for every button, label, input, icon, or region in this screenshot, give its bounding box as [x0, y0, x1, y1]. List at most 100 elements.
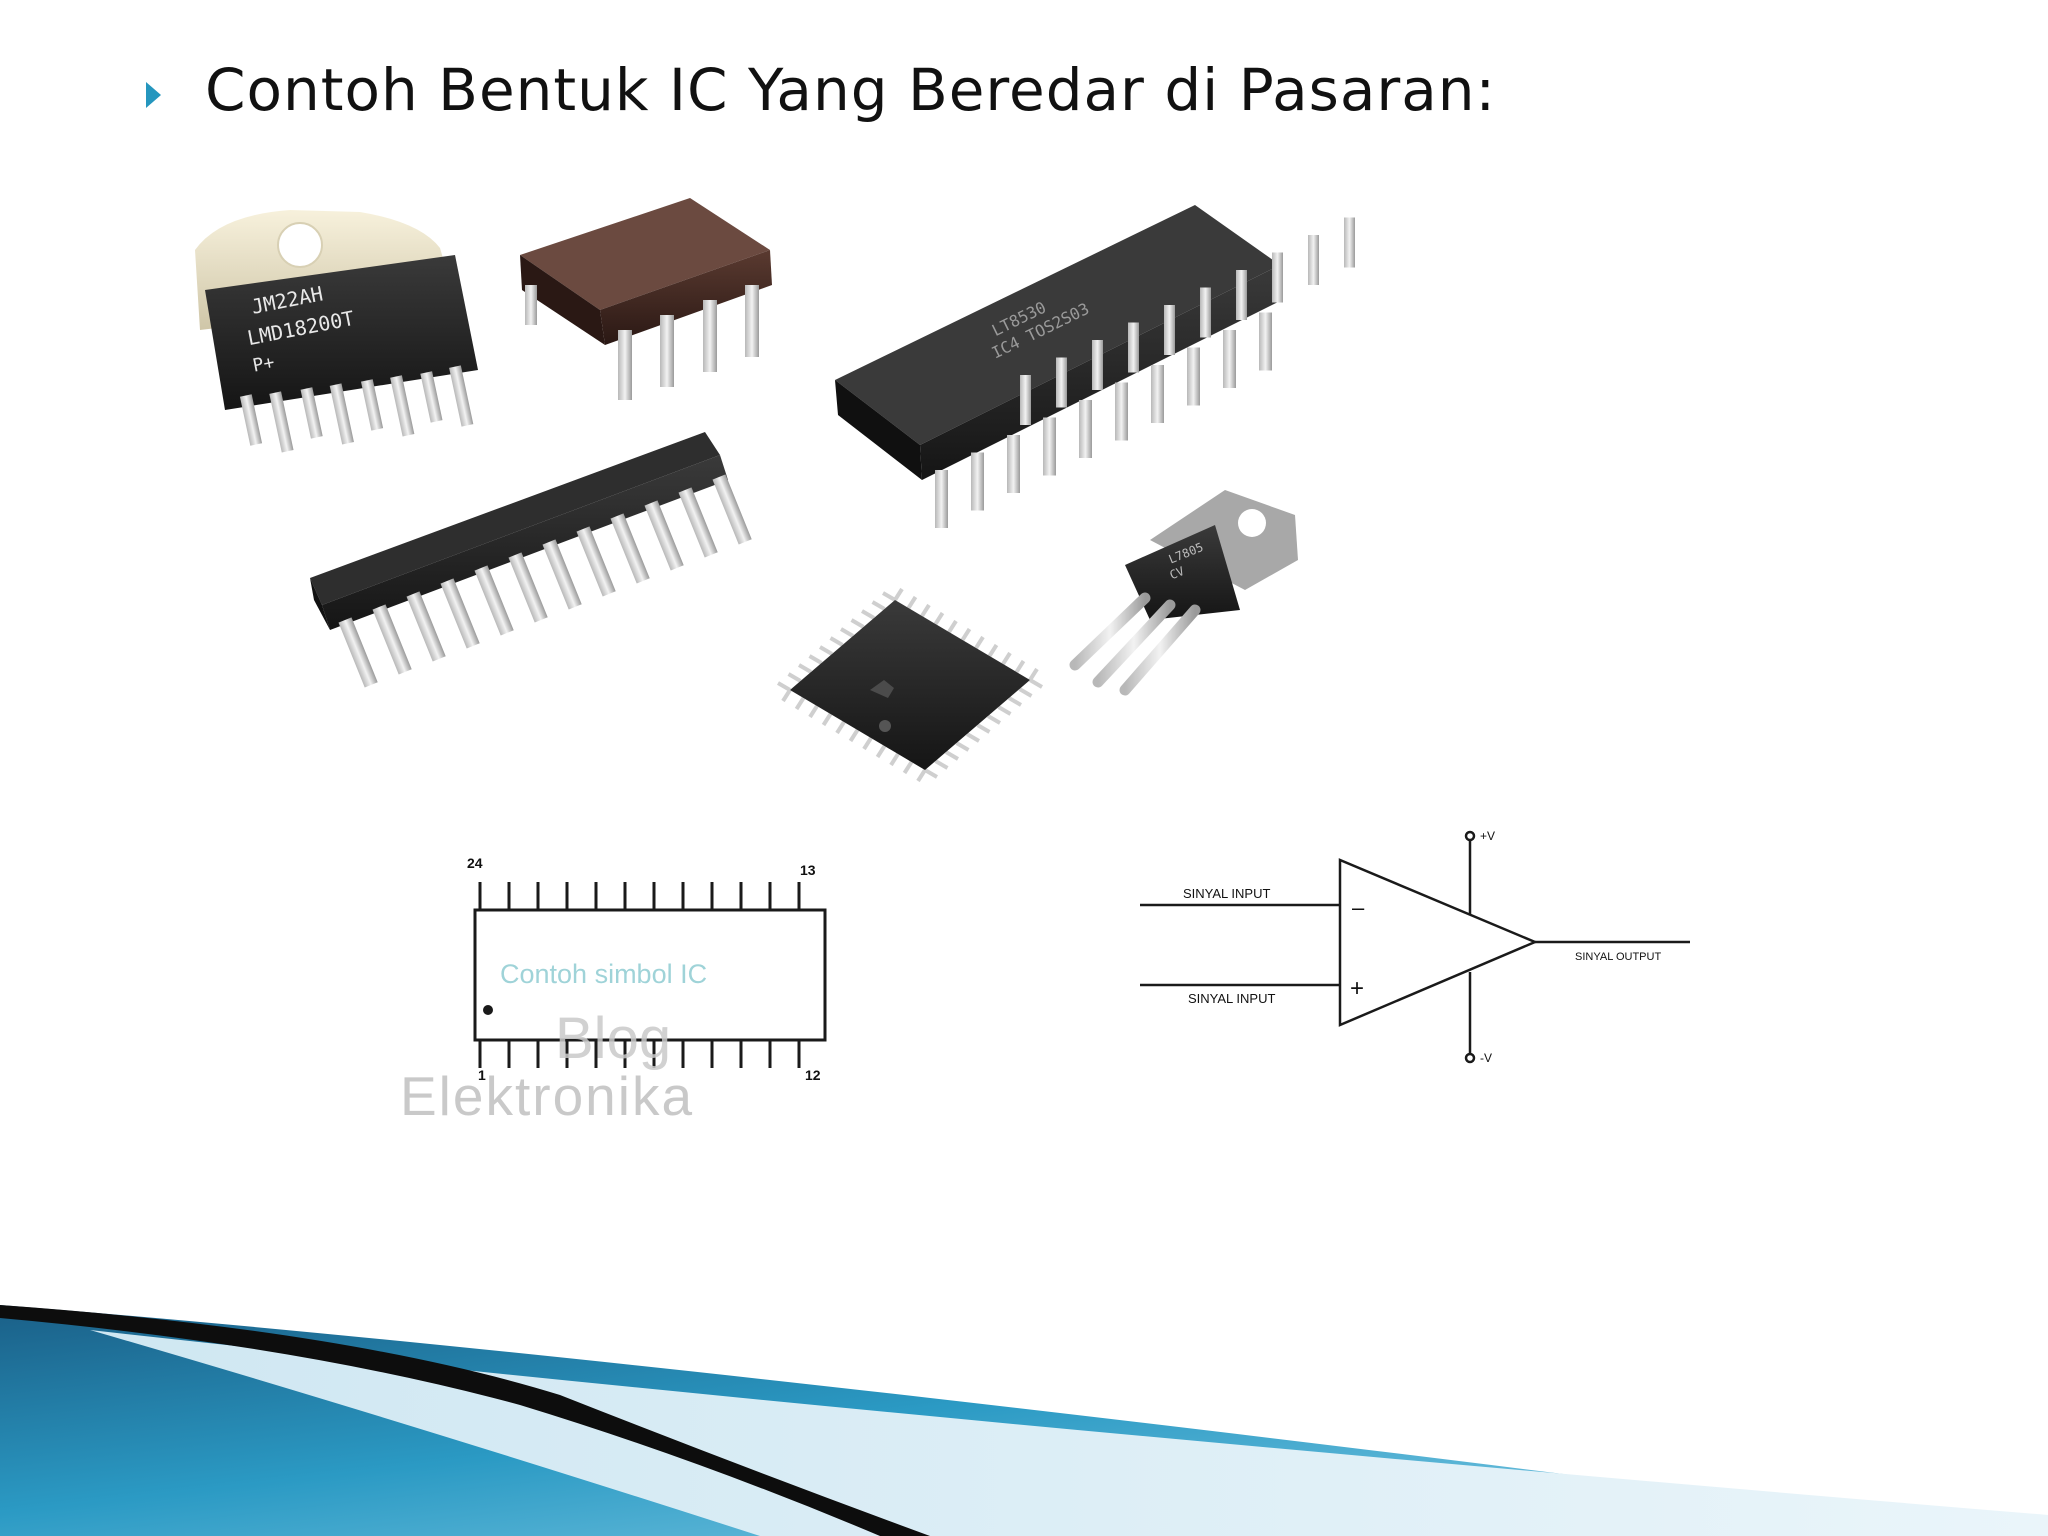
qfp-leg	[955, 741, 970, 752]
opamp-triangle	[1338, 858, 1539, 1027]
qfp-leg	[881, 591, 897, 602]
qfp-leg	[923, 768, 939, 779]
ic-symbol-body	[473, 908, 827, 1042]
pin1-dot	[483, 1005, 493, 1015]
opamp-labels: +V -V SINYAL INPUT SINYAL INPUT SINYAL O…	[1183, 829, 1661, 1065]
qfp-leg	[965, 732, 981, 743]
dip24-leg	[1092, 340, 1103, 390]
ic-tab-package-photo: JM22AH LMD18200T P+	[195, 210, 478, 453]
dip24-leg	[1115, 382, 1128, 441]
sip-leg	[576, 526, 616, 597]
qfp-leg	[794, 696, 806, 711]
dip24-leg	[1236, 270, 1247, 320]
qfp-leg	[1018, 687, 1033, 698]
dip24-leg	[971, 452, 984, 511]
ic-symbol-caption: Contoh simbol IC	[500, 959, 707, 989]
dip24-leg	[1223, 330, 1236, 388]
dip24-leg	[1308, 235, 1319, 285]
qfp-leg	[808, 654, 823, 665]
dip24-leg	[1151, 365, 1164, 423]
dip24-leg	[1020, 375, 1031, 425]
sip-leg	[338, 617, 378, 688]
qfp-leg	[1028, 678, 1044, 689]
qfp-leg	[797, 663, 813, 674]
qfp-leg	[839, 627, 855, 638]
bottom-wave-decoration	[0, 1305, 2048, 1536]
qfp-leg	[986, 714, 1002, 725]
qfp-leg	[1014, 659, 1026, 674]
dip24-leg	[1200, 287, 1211, 338]
qfp-leg	[875, 744, 887, 759]
sip-leg	[542, 539, 582, 610]
sip-leg	[678, 487, 718, 558]
input-minus-label: SINYAL INPUT	[1183, 886, 1270, 901]
dip24-leg	[1056, 357, 1067, 408]
qfp-leg	[960, 627, 972, 642]
vplus-label: +V	[1480, 829, 1495, 843]
qfp-leg	[934, 759, 949, 770]
pin-label-24: 24	[467, 855, 483, 871]
pin-label-13: 13	[800, 862, 816, 878]
ic-symbol-diagram: 24 13 1 12 Contoh simbol IC Blog Elektro…	[400, 855, 827, 1127]
slide-title: Contoh Bentuk IC Yang Beredar di Pasaran…	[205, 56, 1497, 124]
qfp-leg	[787, 672, 802, 683]
qfp-leg	[920, 603, 931, 618]
qfp-leg	[1001, 651, 1012, 666]
qfp-leg	[835, 720, 846, 735]
sip-leg	[712, 474, 752, 545]
qfp-leg	[829, 636, 844, 647]
dip24-leg	[1259, 312, 1272, 371]
qfp-leg	[997, 705, 1012, 716]
qfp-leg	[976, 723, 991, 734]
qfp-leg	[1007, 696, 1023, 707]
qfp-leg	[987, 643, 999, 658]
sip-leg	[508, 552, 548, 623]
dip24-leg	[1164, 305, 1175, 355]
input-plus-label: SINYAL INPUT	[1188, 991, 1275, 1006]
qfp-leg	[776, 681, 792, 692]
qfp-leg	[871, 600, 886, 611]
watermark-elektronika: Elektronika	[400, 1065, 694, 1127]
sip-leg	[474, 565, 514, 636]
sip-leg	[440, 578, 480, 649]
sip-leg	[372, 604, 412, 675]
dip24-leg	[1043, 417, 1056, 476]
dip24-leg	[1079, 400, 1092, 458]
sip-leg	[610, 513, 650, 584]
dip24-leg	[1007, 435, 1020, 493]
output-label: SINYAL OUTPUT	[1575, 951, 1661, 963]
qfp-leg	[860, 609, 876, 620]
watermark-blog: Blog	[555, 1006, 671, 1071]
qfp-leg	[821, 712, 833, 727]
qfp-leg	[889, 752, 900, 767]
qfp-leg	[1028, 667, 1039, 682]
qfp-leg	[850, 618, 865, 629]
qfp-leg	[944, 750, 960, 761]
minus-sign: –	[1352, 895, 1365, 920]
qfp-leg	[916, 768, 927, 783]
tab-chip-mark-3: P+	[251, 352, 276, 377]
ic-qfp-photo	[776, 587, 1044, 783]
dip24-leg	[1272, 252, 1283, 303]
qfp-leg	[947, 619, 958, 634]
qfp-leg	[818, 645, 834, 656]
qfp-leg	[974, 635, 985, 650]
opamp-diagram	[1140, 830, 1690, 1064]
ic-dip8-photo	[520, 198, 772, 400]
bullet-arrow-icon	[146, 82, 161, 108]
ic-to220-photo: L7805 CV	[1069, 490, 1298, 696]
pin-label-1: 1	[478, 1067, 486, 1083]
to220-mark-2: CV	[1168, 564, 1187, 582]
sip-leg	[406, 591, 446, 662]
dip24-leg	[935, 470, 948, 528]
qfp-leg	[902, 760, 914, 775]
dip24-leg	[1187, 347, 1200, 406]
qfp-leg	[781, 688, 792, 703]
qfp-leg	[848, 728, 860, 743]
plus-sign: +	[1350, 975, 1364, 1002]
qfp-leg	[906, 595, 918, 610]
qfp-leg	[862, 736, 873, 751]
qfp-leg	[933, 611, 945, 626]
